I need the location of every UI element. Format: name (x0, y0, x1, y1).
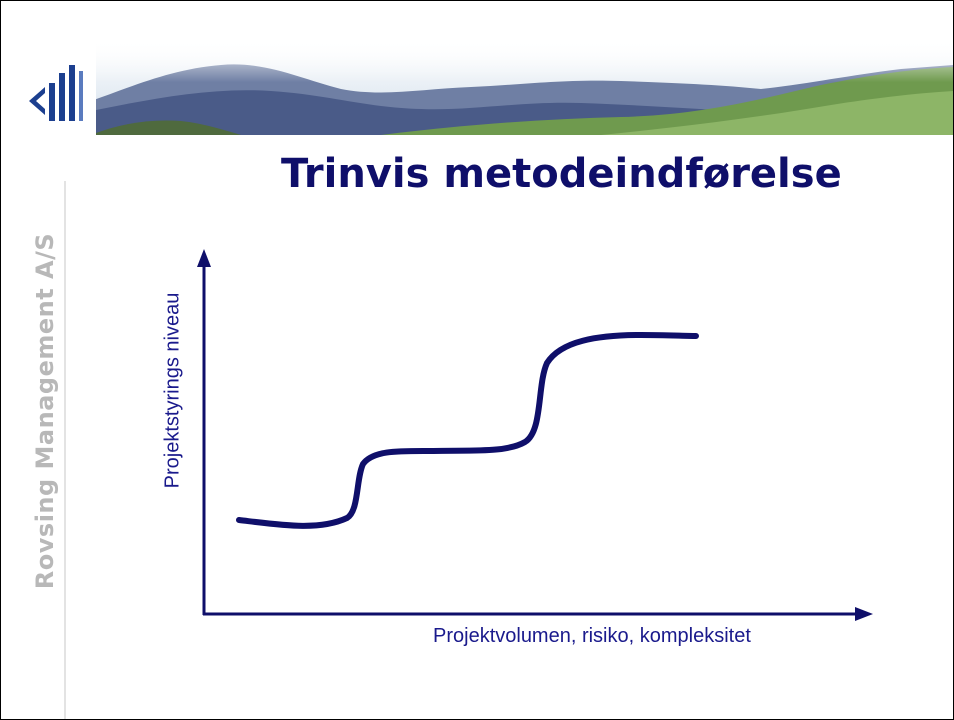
company-logo-icon (29, 65, 83, 121)
step-curve (236, 332, 699, 529)
x-axis (203, 607, 873, 621)
side-divider (64, 181, 66, 719)
y-axis-label: Projektstyrings niveau (161, 292, 184, 489)
slide-title: Trinvis metodeindførelse (281, 151, 842, 197)
y-axis (197, 249, 211, 615)
x-axis-label: Projektvolumen, risiko, kompleksitet (433, 625, 751, 647)
